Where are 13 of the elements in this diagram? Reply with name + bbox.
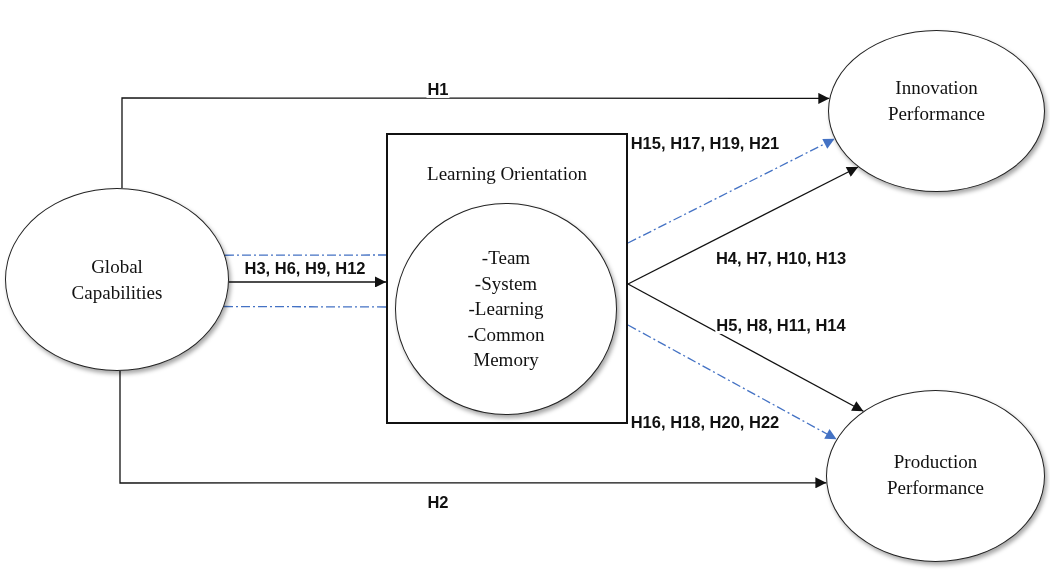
arrow [119,370,827,489]
construct-heading: Learning Orientation [427,162,587,186]
construct-box [386,133,628,424]
arrow [228,276,387,288]
construct-label: Innovation Performance [886,76,987,126]
arrow [627,283,865,412]
arrow [121,92,830,189]
dashed-arrow [627,138,836,244]
construct-label: -Team -System -Learning -Common Memory [466,245,546,373]
construct-label: Production Performance [885,450,986,500]
dashed-arrow [627,324,838,440]
construct-label: Global Capabilities [70,254,164,305]
arrow [627,166,859,285]
